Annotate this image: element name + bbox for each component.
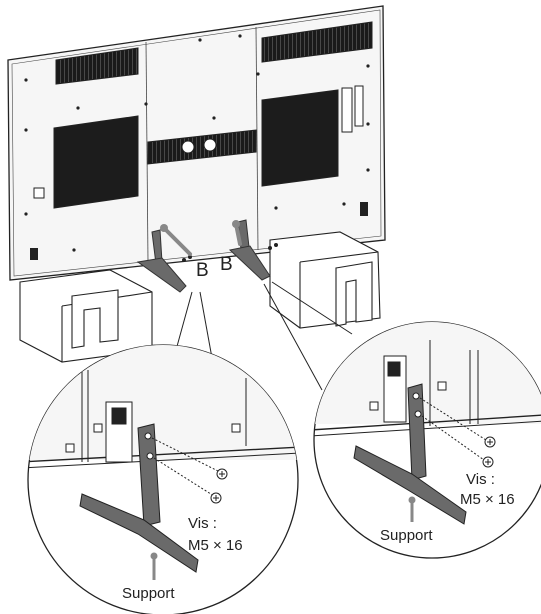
connector-port xyxy=(33,187,45,199)
screw-spec-line1: Vis : xyxy=(188,515,217,532)
screw-spec-line1: Vis : xyxy=(466,471,495,488)
connector-port xyxy=(30,248,38,260)
detail-connector-lines xyxy=(175,281,353,391)
mount-screws xyxy=(182,243,278,262)
screw-icon xyxy=(482,456,494,468)
screw-icon xyxy=(484,436,496,448)
vent-top-left xyxy=(55,47,139,85)
connector-port xyxy=(360,202,368,216)
connector-port xyxy=(341,87,353,133)
tv-back-panel xyxy=(7,5,386,281)
bolt-label-left: B xyxy=(196,260,209,281)
support-label: Support xyxy=(122,585,175,602)
support-label: Support xyxy=(380,527,433,544)
vent-top-right xyxy=(261,21,373,63)
packaging-foam-left xyxy=(19,269,153,363)
screw-icon xyxy=(210,492,222,504)
detail-circle-left: Vis : M5 × 16 Support xyxy=(27,344,299,614)
detail-circle-right: Vis : M5 × 16 Support xyxy=(313,321,541,559)
leader-dot xyxy=(160,224,168,232)
dark-panel-left xyxy=(53,115,139,209)
wall-mount-hole xyxy=(181,140,195,154)
screw-icon xyxy=(216,468,228,480)
screw-spec-line2: M5 × 16 xyxy=(460,491,515,508)
stand-left xyxy=(136,229,187,293)
leader-dot xyxy=(232,220,240,228)
screw-spec-line2: M5 × 16 xyxy=(188,537,243,554)
center-vent xyxy=(147,129,257,165)
wall-mount-hole xyxy=(203,138,217,152)
connector-port xyxy=(354,85,364,127)
dark-panel-right xyxy=(261,89,339,187)
bolt-label-right: B xyxy=(220,254,233,275)
stand-right xyxy=(228,219,271,281)
leader-dot xyxy=(150,552,158,560)
panel-screws xyxy=(24,34,370,252)
packaging-foam-right xyxy=(269,231,381,329)
leader-dot xyxy=(408,496,416,504)
